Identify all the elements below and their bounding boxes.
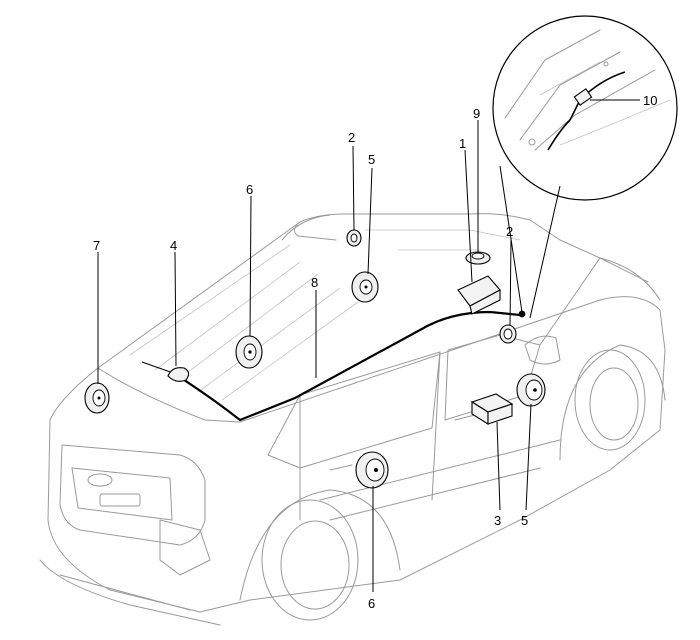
callout-7: 7 — [93, 238, 100, 253]
detail-inset — [492, 15, 678, 319]
callout-5-lower: 5 — [521, 513, 528, 528]
callout-1: 1 — [459, 136, 466, 151]
antenna-cable — [177, 310, 521, 422]
cable-connector-point — [518, 310, 526, 318]
callout-6-upper: 6 — [246, 182, 253, 197]
tweeter-right — [499, 324, 517, 344]
callout-2-left: 2 — [348, 130, 355, 145]
callout-9: 9 — [473, 106, 480, 121]
tweeter-left — [346, 229, 362, 247]
callout-3: 3 — [494, 513, 501, 528]
roof-antenna — [141, 361, 190, 382]
callout-5-upper: 5 — [368, 152, 375, 167]
audio-unit — [457, 275, 501, 315]
front-speaker-left — [351, 271, 379, 303]
vehicle-body-outline — [39, 213, 666, 626]
rear-speaker-right — [355, 451, 389, 489]
center-speaker — [465, 251, 491, 265]
leader-lines — [97, 99, 640, 592]
callout-6-lower: 6 — [368, 596, 375, 611]
callout-labels: 1 9 2 2 5 6 8 4 7 6 3 5 10 — [93, 93, 657, 611]
rear-speaker-left — [235, 335, 263, 369]
rear-quarter-speaker — [84, 382, 110, 414]
callout-2-right: 2 — [506, 224, 513, 239]
amplifier — [470, 393, 514, 425]
callout-8: 8 — [311, 275, 318, 290]
callout-4: 4 — [170, 238, 177, 253]
callout-10: 10 — [643, 93, 657, 108]
front-speaker-right — [516, 373, 546, 407]
